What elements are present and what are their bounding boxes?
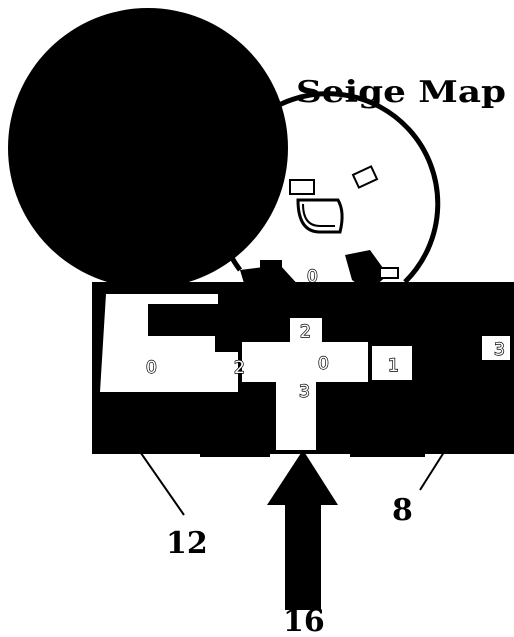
tower-door-arch [296,198,344,234]
room-count-west-door: 2 [234,358,245,378]
north-wedge-west [240,265,312,322]
great-tower [8,8,288,288]
south-attack-head [267,450,338,505]
room-count-far-east-cell: 3 [494,340,505,360]
room-count-north-passage: 2 [300,322,311,342]
south-attack-shaft [285,505,321,610]
tower-window-east [351,165,379,189]
room-count-east-cell: 1 [388,356,399,376]
east-attack-arrow [419,370,496,491]
attack-count-east: 8 [392,493,413,528]
room-count-central-corridor: 0 [318,354,329,374]
room-count-south-entry: 3 [299,382,310,402]
north-wedge-east [345,250,388,292]
south-bastion-west [200,415,270,457]
north-wedge-small [260,260,282,274]
attack-count-west: 12 [166,526,208,561]
room-west-hall [100,294,238,392]
room-count-north-chamber: 0 [307,267,318,287]
map-title: Seige Map [296,75,506,110]
room-central-corridor [242,342,368,382]
tower-door-inner [302,203,335,227]
tower-window-south [379,267,399,279]
room-north-passage [290,318,322,344]
attack-count-south: 16 [283,604,325,637]
room-east-cell [372,346,412,380]
room-far-east-cell [482,336,510,360]
west-attack-arrow [118,420,185,516]
room-south-entry [276,382,316,450]
room-count-west-hall: 0 [146,358,157,378]
south-bastion-east [350,410,425,457]
tower-window-west [289,179,315,195]
small-tower-wall [215,91,441,284]
